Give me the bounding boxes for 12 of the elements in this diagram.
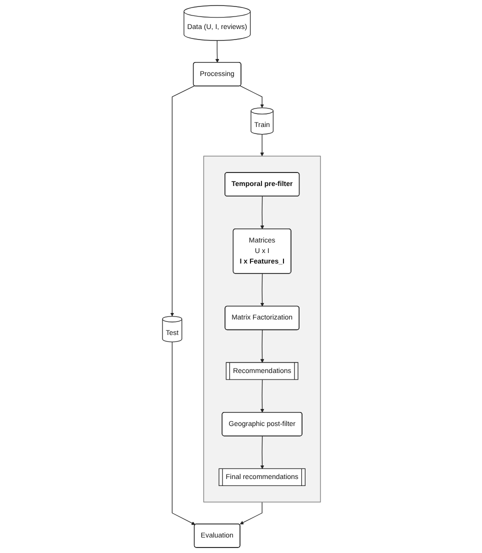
arrow [260, 196, 264, 230]
arrow [171, 342, 195, 525]
cluster [202, 156, 320, 502]
arrow [260, 330, 264, 363]
arrow [260, 273, 264, 307]
arrow [260, 134, 264, 156]
arrow [214, 40, 219, 63]
arrow [260, 436, 264, 470]
arrow [239, 86, 264, 108]
arrow [170, 86, 194, 316]
arrow [260, 379, 264, 413]
arrow [239, 502, 262, 524]
